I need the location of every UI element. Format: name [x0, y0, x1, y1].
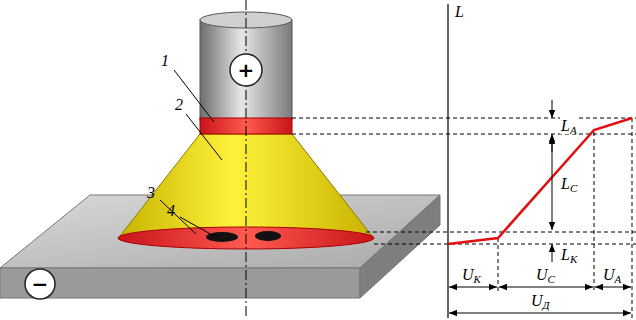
callout-number: 1	[160, 52, 170, 69]
electrode	[200, 20, 292, 120]
cathode-terminal: −	[24, 268, 56, 300]
callout-number: 2	[174, 96, 184, 113]
dimension-label: UA	[602, 266, 622, 283]
leader-lines	[160, 70, 222, 236]
plate-front	[0, 268, 360, 298]
axis-label: L	[454, 3, 465, 20]
anode-terminal: +	[229, 53, 263, 87]
callout-number: 3	[146, 184, 156, 201]
voltage-dimensions	[449, 287, 631, 313]
cathode-spot	[255, 231, 281, 241]
plate-side	[360, 195, 440, 298]
cathode-spot	[206, 232, 238, 242]
voltage-curve	[448, 118, 632, 244]
polarity-sign: +	[229, 53, 263, 87]
axis	[447, 4, 448, 318]
projection-lines	[292, 118, 636, 318]
callout-number: 4	[166, 202, 176, 219]
dimension-label: UK	[461, 266, 482, 283]
length-dimensions	[552, 100, 553, 262]
dimension-label: LA	[560, 117, 578, 134]
dimension-label: UД	[530, 292, 551, 309]
dimension-label: UC	[535, 266, 556, 283]
dimension-label: LC	[560, 175, 578, 192]
dimension-label: LK	[560, 246, 578, 263]
center-line	[246, 0, 247, 318]
polarity-sign: −	[24, 268, 56, 300]
